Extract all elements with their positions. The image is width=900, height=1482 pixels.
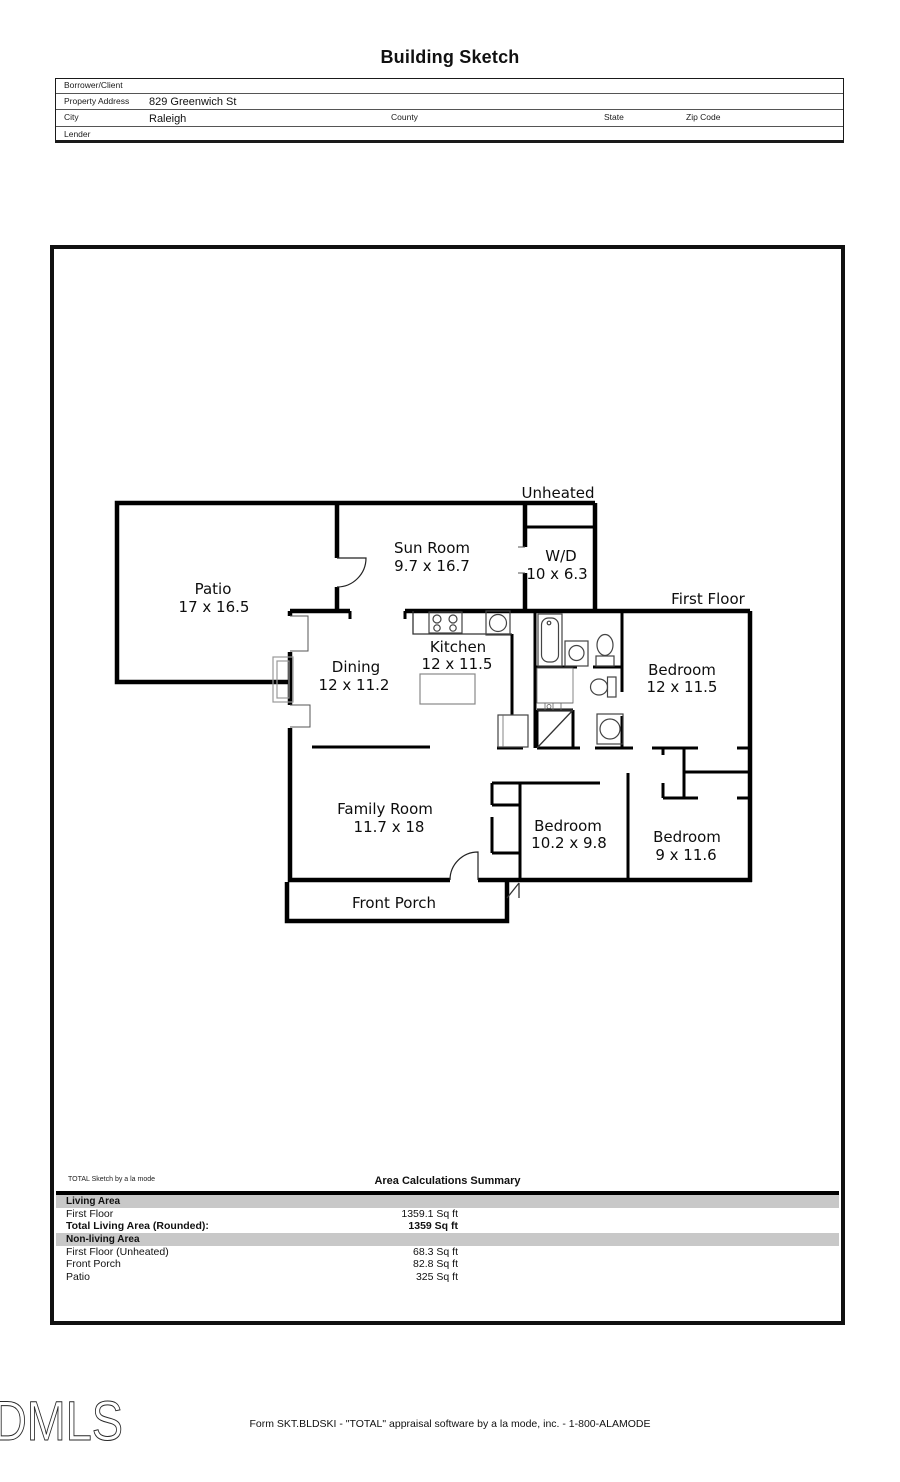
bedroom-se-label: Bedroom [653,828,721,846]
sun-room-dims: 9.7 x 16.7 [394,557,470,575]
sun-room-label: Sun Room [394,539,470,557]
row-label: First Floor (Unheated) [66,1245,169,1258]
area-calculations-summary: TOTAL Sketch by a la mode Area Calculati… [56,1168,839,1284]
header-form: Borrower/Client Property Address 829 Gre… [55,78,844,143]
bedroom-se-dims: 9 x 11.6 [655,846,716,864]
bathtub-icon [537,613,563,667]
city-label: City [64,112,79,122]
svg-text:DMLS: DMLS [0,1389,123,1450]
stove-icon [428,611,463,634]
lender-label: Lender [64,129,91,139]
floor-plan: Unheated First Floor Patio 17 x 16.5 Sun… [114,484,753,924]
total-sketch-watermark: TOTAL Sketch by a la mode [68,1175,156,1183]
dining-dims: 12 x 11.2 [319,676,390,694]
wd-label: W/D [545,547,576,565]
row-label: First Floor [66,1207,114,1220]
form-footer-line: Form SKT.BLDSKI - "TOTAL" appraisal soft… [249,1418,651,1430]
first-floor-label: First Floor [671,590,745,608]
patio-label: Patio [195,580,232,598]
header-row-city: City Raleigh County State Zip Code [56,109,843,126]
wd-dims: 10 x 6.3 [526,565,587,583]
row-value: 68.3 Sq ft [413,1245,458,1258]
west-wall-openings [290,546,525,728]
bedroom-ne-label: Bedroom [648,661,716,679]
row-label: Patio [66,1270,90,1283]
row-value: 1359 Sq ft [408,1220,458,1232]
sketch-box: Unheated First Floor Patio 17 x 16.5 Sun… [50,245,845,1325]
family-room-label: Family Room [337,800,433,818]
city-value: Raleigh [149,113,187,125]
patio-dims: 17 x 16.5 [179,598,250,616]
summary-row-total-living: Total Living Area (Rounded): 1359 Sq ft [56,1220,839,1233]
family-room-dims: 11.7 x 18 [354,818,425,836]
kitchen-counter [412,611,512,635]
front-porch-label: Front Porch [352,894,436,912]
dining-label: Dining [332,658,380,676]
bathroom-sink-2-icon [596,713,624,745]
bedroom-ne-dims: 12 x 11.5 [647,678,718,696]
row-value: 1359.1 Sq ft [401,1207,458,1220]
porch-step [506,882,520,899]
header-row-borrower: Borrower/Client [56,79,843,93]
borrower-label: Borrower/Client [64,80,123,90]
front-door-swing [449,851,479,881]
summary-row-front-porch: Front Porch 82.8 Sq ft [56,1258,839,1271]
page-title: Building Sketch [380,47,520,67]
summary-row-unheated: First Floor (Unheated) 68.3 Sq ft [56,1246,839,1259]
interior-walls [312,525,750,880]
zip-code-label: Zip Code [686,112,721,122]
bedroom-s-dims: 10.2 x 9.8 [531,834,607,852]
summary-row-first-floor: First Floor 1359.1 Sq ft [56,1208,839,1221]
kitchen-label: Kitchen [430,638,486,656]
kitchen-dims: 12 x 11.5 [422,655,493,673]
row-label: Total Living Area (Rounded): [66,1220,209,1232]
bathroom-sink-icon [564,640,589,667]
property-address-label: Property Address [64,96,130,106]
summary-row-patio: Patio 325 Sq ft [56,1271,839,1284]
refrigerator-icon [497,714,529,748]
header-row-lender: Lender [56,126,843,141]
unheated-label: Unheated [521,484,594,502]
county-label: County [391,112,418,122]
dmls-logo: DMLS [0,1389,124,1451]
summary-title: Area Calculations Summary [374,1174,521,1187]
row-value: 82.8 Sq ft [413,1258,458,1270]
kitchen-sink-icon [485,610,511,636]
stairs [536,667,574,749]
nonliving-area-header: Non-living Area [56,1232,839,1246]
bedroom-s-label: Bedroom [534,817,602,835]
summary-header: TOTAL Sketch by a la mode Area Calculati… [56,1169,839,1195]
toilet-2-icon [589,676,617,698]
property-address-value: 829 Greenwich St [149,96,237,108]
state-label: State [604,112,624,122]
toilet-icon [595,633,615,667]
kitchen-island [419,673,476,705]
row-value: 325 Sq ft [415,1270,458,1283]
sun-room-door-swing [336,557,367,588]
row-label: Front Porch [66,1258,121,1270]
fireplace-icon [272,656,294,703]
header-row-address: Property Address 829 Greenwich St [56,93,843,109]
living-area-header: Living Area [56,1194,839,1208]
